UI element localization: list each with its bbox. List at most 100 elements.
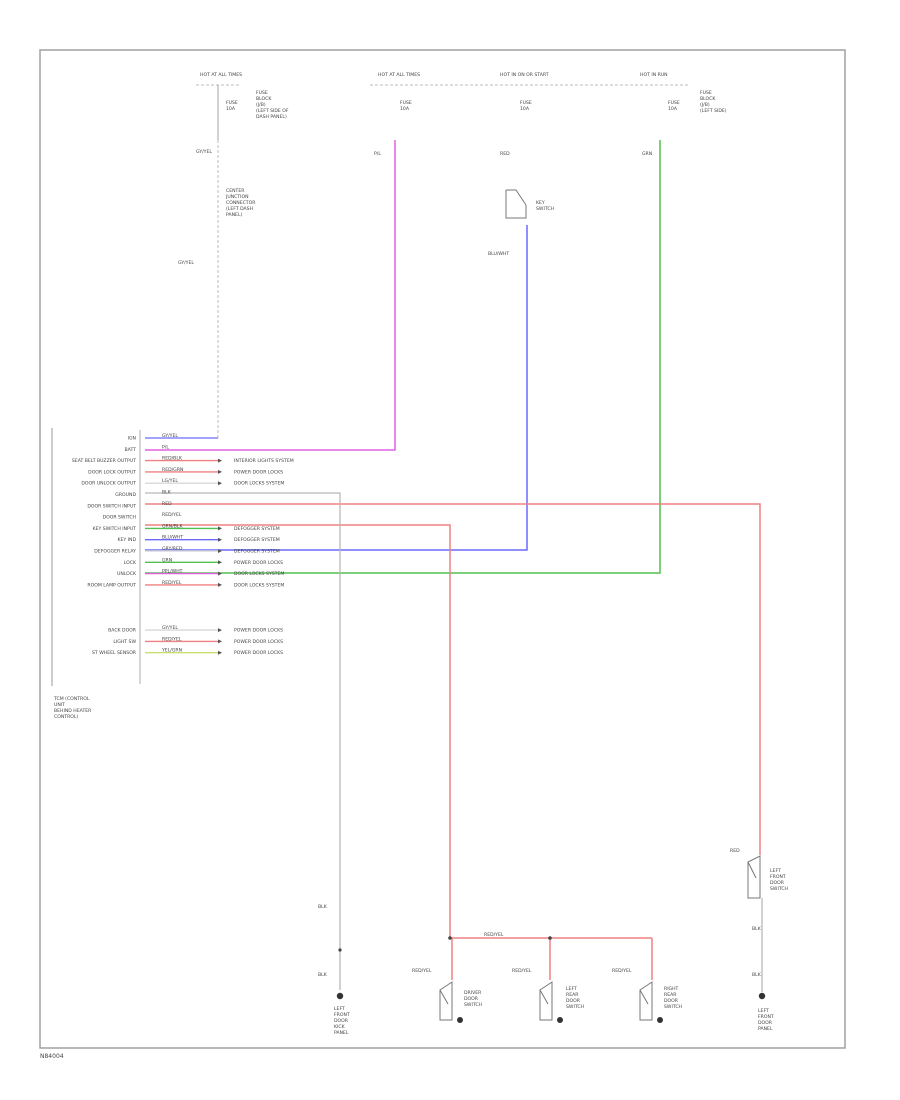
ground-label: FRONT — [334, 1012, 350, 1018]
ecu-pin-wire-label: GY/YEL — [162, 625, 178, 631]
key-switch-symbol — [505, 189, 527, 219]
fuse-1-note: (J/B) — [256, 102, 266, 108]
connector-arrow-icon — [218, 481, 222, 486]
junction-label: CONNECTOR — [226, 200, 256, 206]
ecu-pin-name: BATT — [125, 447, 137, 453]
ecu-pin-name: ST WHEEL SENSOR — [92, 650, 137, 656]
ecu-pin-wire-label: GRN/BLK — [162, 523, 183, 529]
fuse-4-label: FUSE — [668, 100, 680, 106]
ground-point-left: BLK BLK LEFT FRONT DOOR KICK PANEL — [318, 904, 350, 1036]
page-code: N84004 — [40, 1053, 64, 1060]
connector-arrow-icon — [218, 526, 222, 531]
fuse-4-note: (LEFT SIDE) — [700, 108, 727, 114]
ecu-pin-row: BATT P/L — [125, 444, 170, 453]
ecu-pin-wire-label: RED/YEL — [162, 580, 182, 586]
door-switch-label: SWITCH — [566, 1004, 584, 1010]
connector-arrow-icon — [218, 469, 222, 474]
junction-label: PANEL) — [226, 212, 243, 218]
fuse-3-wire: RED — [500, 151, 510, 157]
door-switch-label: REAR — [566, 992, 579, 998]
fuse-1-wire: GY/YEL — [196, 149, 212, 155]
ground-wire-top: BLK — [318, 904, 328, 910]
ground-wire — [145, 492, 341, 990]
fuse-4-wire: GRN — [642, 151, 652, 157]
fuse-1-note: BLOCK — [256, 96, 272, 102]
ecu-pin-rows: IGN GY/YEL BATT P/L SEAT BELT BUZZER OUTPUT R… — [72, 433, 294, 656]
ecu-pin-row: GROUND BLK — [115, 490, 171, 499]
ecu-pin-name: GROUND — [115, 492, 136, 498]
junction-label: CENTER — [226, 188, 245, 194]
door-switch-label: REAR — [664, 992, 677, 998]
ecu-pin-name: KEY SWITCH INPUT — [93, 526, 137, 532]
ecu-pin-wire-label: RED/BLK — [162, 456, 183, 462]
door-switch-wire: RED/YEL — [512, 968, 532, 974]
fuse-1: HOT AT ALL TIMES FUSE 10A FUSE BLOCK (J/… — [196, 72, 289, 155]
ecu-pin-name: DOOR SWITCH — [103, 515, 136, 521]
ground-symbol — [336, 992, 344, 1000]
connector-arrow-icon — [218, 639, 222, 644]
ecu-pin-name: DOOR LOCK OUTPUT — [88, 469, 136, 475]
door-switch-wire: RED/YEL — [412, 968, 432, 974]
ecu-pin-name: UNLOCK — [117, 571, 137, 577]
right-switch-label: SWITCH — [770, 886, 788, 892]
ecu-pin-name: IGN — [128, 436, 136, 442]
ecu-pin-destination: DOOR LOCKS SYSTEM — [234, 481, 284, 487]
key-switch-label: KEY — [536, 200, 545, 206]
splice-dot — [548, 936, 552, 940]
ecu-pin-name: LOCK — [124, 560, 137, 566]
fuse-1-note: FUSE — [256, 90, 268, 96]
fuse-4-note: FUSE — [700, 90, 712, 96]
junction-label: JUNCTION — [225, 194, 249, 200]
connector-arrow-icon — [218, 560, 222, 565]
ecu-pin-wire-label: GY/YEL — [162, 433, 178, 439]
diagram-frame — [39, 49, 846, 1049]
door-switch-label: SWITCH — [664, 1004, 682, 1010]
ecu-pin-wire-label: P/L — [162, 444, 169, 450]
ecu-pin-destination: POWER DOOR LOCKS — [234, 469, 283, 475]
fuse-3: HOT IN ON OR START FUSE 10A RED — [500, 72, 549, 157]
magenta-wire — [145, 140, 396, 451]
fuse-1-label: FUSE — [226, 100, 238, 106]
ecu-pin-name: DOOR UNLOCK OUTPUT — [81, 481, 136, 487]
right-switch-wire-mid: BLK — [752, 926, 762, 932]
door-switch-wire: RED/YEL — [612, 968, 632, 974]
ecu-label-line: UNIT — [54, 702, 65, 708]
junction-label: (LEFT DASH — [226, 206, 253, 212]
door-switch-right-rear: RED/YEL RIGHT REAR DOOR SWITCH — [612, 968, 682, 1023]
fuse-3-amps: 10A — [520, 106, 530, 112]
ecu-pin-wire-label: BLK — [162, 490, 172, 496]
ecu-pin-wire-label: RED — [162, 501, 172, 507]
fuse-4-note: (J/B) — [700, 102, 710, 108]
ecu-pin-name: KEY IND — [117, 537, 136, 543]
fuse-3-title: HOT IN ON OR START — [500, 72, 549, 78]
ecu-pin-destination: POWER DOOR LOCKS — [234, 650, 283, 656]
ground-label: DOOR — [334, 1018, 349, 1024]
ecu-pin-name: LIGHT SW — [113, 639, 136, 645]
fuse-2-amps: 10A — [400, 106, 410, 112]
right-switch-wire-top: RED — [730, 848, 740, 854]
door-switch-label: RIGHT — [664, 986, 679, 992]
blue-wire — [145, 225, 528, 551]
connector-arrow-icon — [218, 537, 222, 542]
connector-arrow-icon — [218, 628, 222, 633]
fuse-4-amps: 10A — [668, 106, 678, 112]
fuse-1-note: (LEFT SIDE OF — [256, 108, 289, 114]
ecu-pin-name: SEAT BELT BUZZER OUTPUT — [72, 458, 136, 464]
door-switch-left-rear: RED/YEL LEFT REAR DOOR SWITCH — [512, 968, 584, 1023]
ecu-pin-destination: POWER DOOR LOCKS — [234, 628, 283, 634]
ecu-pin-wire-label: BLU/WHT — [162, 535, 183, 541]
key-switch: KEY SWITCH BLU/WHT — [488, 189, 554, 257]
door-switch-label: SWITCH — [464, 1002, 482, 1008]
door-switch-driver: RED/YEL DRIVER DOOR SWITCH — [412, 968, 482, 1023]
ecu-pin-wire-label: RED/YEL — [162, 512, 182, 518]
ground-label: PANEL — [334, 1030, 349, 1036]
ecu-pin-destination: POWER DOOR LOCKS — [234, 560, 283, 566]
fuse-1-amps: 10A — [226, 106, 236, 112]
ecu-pin-destination: DEFOGGER SYSTEM — [234, 526, 280, 532]
